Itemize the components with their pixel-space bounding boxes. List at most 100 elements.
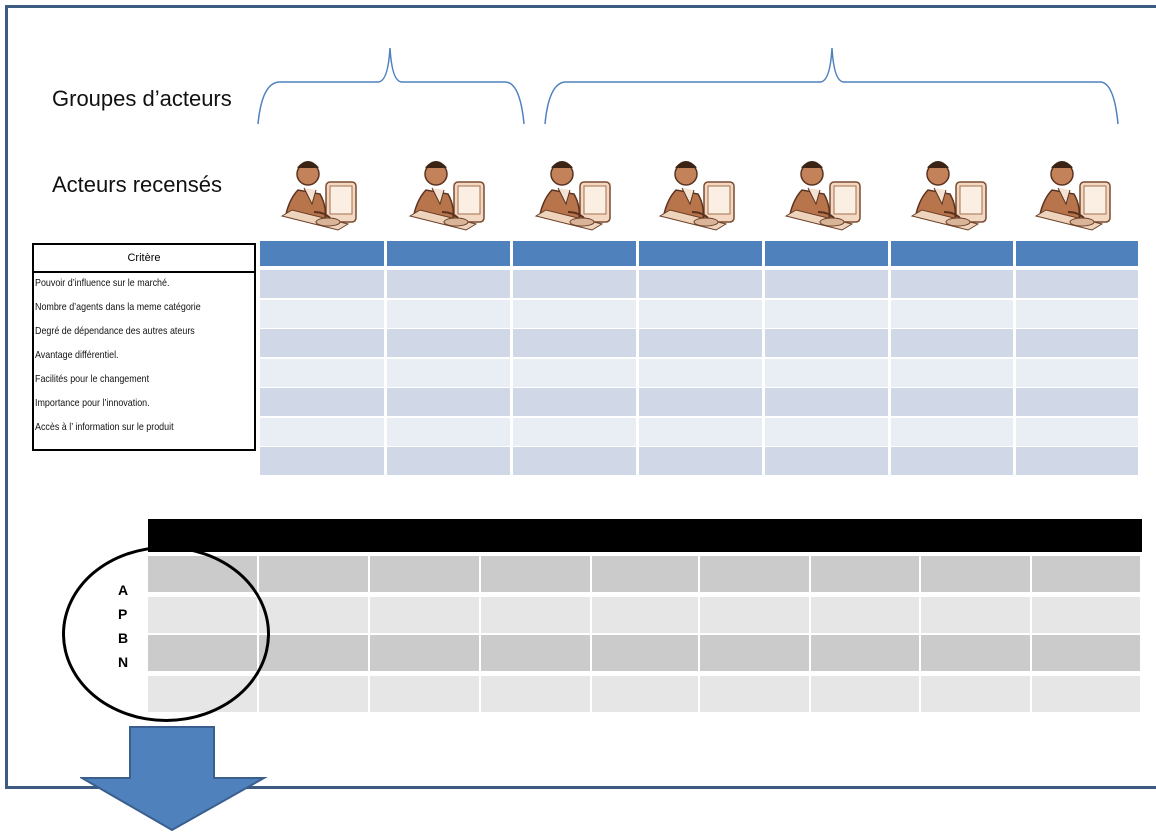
classification-cell [370, 635, 481, 673]
person-at-computer-icon [658, 161, 735, 231]
group-brace-left [257, 47, 525, 125]
classification-cell [921, 597, 1032, 635]
classification-cell [700, 676, 811, 714]
evaluation-cell [639, 447, 764, 476]
classification-cell [259, 676, 370, 714]
criteria-row: Importance pour l’innovation. [35, 397, 150, 409]
diagram-frame [5, 5, 1156, 789]
evaluation-cell [513, 418, 638, 447]
criteria-row: Avantage différentiel. [35, 349, 119, 361]
evaluation-cell [260, 300, 386, 329]
evaluation-cell [513, 359, 638, 388]
evaluation-cell [765, 300, 890, 329]
actor-header-cell [891, 241, 1015, 266]
classification-cell [370, 556, 481, 594]
classification-cell [481, 556, 592, 594]
evaluation-cell [1016, 329, 1140, 358]
criteria-row: Nombre d’agents dans la meme catégorie [35, 301, 201, 313]
evaluation-cell [513, 270, 638, 299]
evaluation-cell [765, 359, 890, 388]
evaluation-cell [513, 388, 638, 417]
criteria-row: Accès à l’ information sur le produit [35, 421, 174, 433]
classification-cell [1032, 676, 1142, 714]
evaluation-cell [891, 329, 1015, 358]
evaluation-cell [387, 329, 512, 358]
down-arrow-icon [80, 726, 268, 832]
classification-cell [259, 635, 370, 673]
classification-cell [811, 556, 921, 594]
classification-cell [700, 635, 811, 673]
criteria-row: Facilités pour le changement [35, 373, 150, 385]
evaluation-cell [387, 447, 512, 476]
evaluation-cell [260, 418, 386, 447]
person-at-computer-icon [910, 161, 987, 231]
evaluation-cell [765, 270, 890, 299]
evaluation-cell [891, 300, 1015, 329]
person-at-computer-icon [1034, 161, 1111, 231]
evaluation-cell [387, 418, 512, 447]
evaluation-cell [513, 329, 638, 358]
classification-cell [370, 597, 481, 635]
evaluation-cell [260, 329, 386, 358]
actors-label: Acteurs recensés [52, 172, 222, 197]
evaluation-cell [1016, 270, 1140, 299]
evaluation-cell [387, 388, 512, 417]
person-at-computer-icon [280, 161, 357, 231]
evaluation-cell [765, 447, 890, 476]
classification-cell [592, 556, 700, 594]
letter-b: B [118, 630, 129, 646]
group-braces [257, 47, 1119, 125]
groups-label: Groupes d’acteurs [52, 86, 232, 111]
classification-cell [481, 597, 592, 635]
evaluation-cell [639, 300, 764, 329]
evaluation-cell [765, 418, 890, 447]
evaluation-cell [1016, 418, 1140, 447]
evaluation-cell [387, 359, 512, 388]
letter-n: N [118, 654, 129, 670]
evaluation-cell [639, 359, 764, 388]
evaluation-cell [639, 270, 764, 299]
classification-cell [700, 597, 811, 635]
classification-cell [592, 597, 700, 635]
evaluation-cell [765, 329, 890, 358]
group-brace-right [544, 47, 1119, 125]
criteria-table: Critère Pouvoir d’influence sur le march… [32, 243, 256, 451]
classification-cell [592, 635, 700, 673]
actor-header-cell [387, 241, 512, 266]
person-at-computer-icon [534, 161, 611, 231]
classification-cell [370, 676, 481, 714]
classification-cell [1032, 635, 1142, 673]
classification-cell [1032, 556, 1142, 594]
classification-header-bar [148, 519, 1142, 552]
evaluation-cell [1016, 359, 1140, 388]
evaluation-cell [639, 418, 764, 447]
classification-cell [259, 556, 370, 594]
actor-header-cell [765, 241, 890, 266]
category-circle [62, 546, 270, 722]
letter-a: A [118, 582, 129, 598]
evaluation-cell [1016, 300, 1140, 329]
actor-header-cell [1016, 241, 1140, 266]
classification-cell [811, 597, 921, 635]
criteria-header: Critère [34, 245, 254, 273]
evaluation-cell [891, 388, 1015, 417]
evaluation-cell [387, 300, 512, 329]
evaluation-cell [765, 388, 890, 417]
evaluation-cell [891, 270, 1015, 299]
evaluation-cell [639, 388, 764, 417]
classification-cell [481, 635, 592, 673]
classification-cell [481, 676, 592, 714]
evaluation-cell [260, 270, 386, 299]
evaluation-cell [639, 329, 764, 358]
classification-cell [921, 556, 1032, 594]
evaluation-cell [260, 447, 386, 476]
criteria-row: Degré de dépendance des autres ateurs [35, 325, 195, 337]
evaluation-cell [513, 447, 638, 476]
evaluation-cell [1016, 388, 1140, 417]
classification-cell [921, 676, 1032, 714]
classification-cell [259, 597, 370, 635]
evaluation-cell [513, 300, 638, 329]
letter-p: P [118, 606, 128, 622]
actor-header-cell [513, 241, 638, 266]
evaluation-cell [387, 270, 512, 299]
